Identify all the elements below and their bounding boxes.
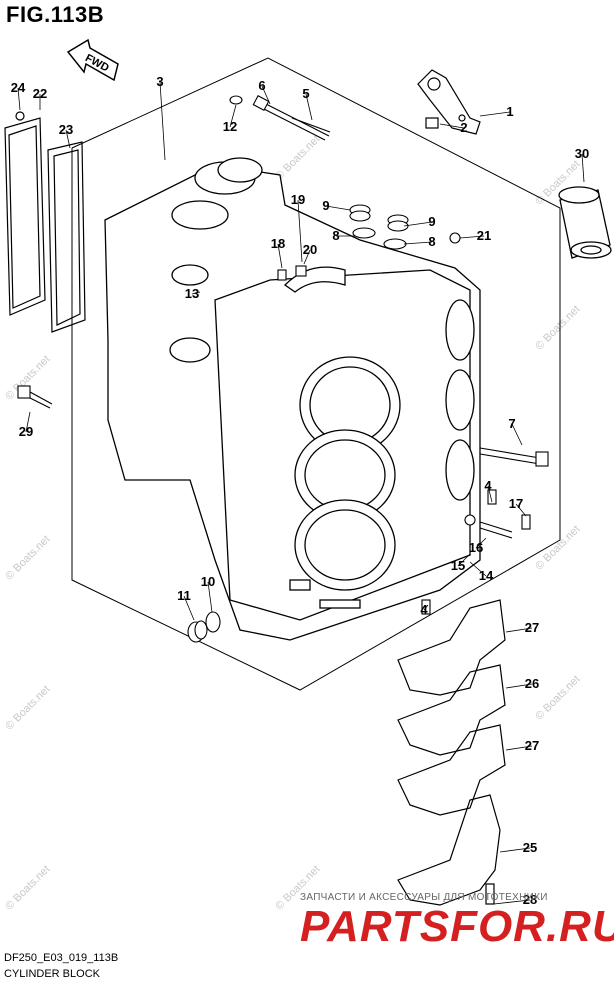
callout-15: 15 bbox=[451, 558, 465, 573]
bolts-top bbox=[229, 95, 331, 141]
leader-line-3 bbox=[159, 81, 166, 161]
bolt-29 bbox=[17, 385, 53, 409]
callout-28: 28 bbox=[523, 892, 537, 907]
leader-line-10 bbox=[207, 581, 213, 613]
watermark-text: © Boats.net bbox=[533, 673, 582, 722]
callout-27b: 27 bbox=[525, 738, 539, 753]
callout-19: 19 bbox=[291, 192, 305, 207]
leader-line-15 bbox=[457, 553, 471, 567]
callout-13: 13 bbox=[185, 286, 199, 301]
leader-line-25 bbox=[499, 847, 531, 853]
figure-title: FIG.113B bbox=[6, 2, 105, 27]
callout-9a: 9 bbox=[428, 214, 435, 229]
fwd-label: FWD bbox=[83, 52, 111, 74]
callout-7: 7 bbox=[508, 416, 515, 431]
callout-23: 23 bbox=[59, 122, 73, 137]
leader-line-5 bbox=[305, 93, 313, 121]
callout-8a: 8 bbox=[428, 234, 435, 249]
shop-logo: PARTSFOR.RU bbox=[300, 902, 614, 951]
leader-line-14 bbox=[469, 561, 487, 577]
figure-name: CYLINDER BLOCK bbox=[4, 968, 100, 980]
leader-line-21 bbox=[459, 235, 485, 239]
frame-lines bbox=[71, 57, 561, 691]
callout-6: 6 bbox=[258, 78, 265, 93]
callout-8b: 8 bbox=[332, 228, 339, 243]
callout-21: 21 bbox=[477, 228, 491, 243]
callout-4a: 4 bbox=[484, 478, 492, 493]
callout-30: 30 bbox=[575, 146, 589, 161]
leader-line-26 bbox=[505, 683, 533, 689]
cylinder-block bbox=[104, 157, 481, 641]
watermark-text: © Boats.net bbox=[3, 863, 52, 912]
leader-line-6 bbox=[261, 85, 271, 105]
callout-9b: 9 bbox=[322, 198, 329, 213]
gaskets bbox=[397, 599, 506, 906]
leader-line-19 bbox=[297, 199, 303, 263]
watermark-text: © Boats.net bbox=[533, 523, 582, 572]
leader-line-23 bbox=[65, 129, 71, 149]
leader-line-9a bbox=[403, 221, 433, 227]
callout-17: 17 bbox=[509, 496, 523, 511]
leader-line-27b bbox=[505, 745, 533, 751]
watermark-text: © Boats.net bbox=[3, 683, 52, 732]
callout-25: 25 bbox=[523, 840, 537, 855]
callout-18: 18 bbox=[271, 236, 285, 251]
leader-line-30 bbox=[581, 153, 585, 183]
callout-11: 11 bbox=[177, 588, 191, 603]
callout-27a: 27 bbox=[525, 620, 539, 635]
leader-lines bbox=[17, 81, 585, 905]
bolt-7 bbox=[479, 447, 549, 467]
leader-line-27a bbox=[505, 627, 533, 633]
leader-line-1 bbox=[479, 111, 511, 117]
callout-2: 2 bbox=[460, 120, 467, 135]
figure-code: DF250_E03_019_113B bbox=[4, 952, 119, 964]
leader-line-24 bbox=[17, 87, 21, 111]
callout-20: 20 bbox=[303, 242, 317, 257]
plugs bbox=[349, 204, 461, 250]
leader-line-11 bbox=[183, 595, 195, 621]
callout-layer: 1234456788991011121314151617181920212223… bbox=[11, 74, 589, 907]
leader-line-13 bbox=[191, 291, 201, 295]
callout-10: 10 bbox=[201, 574, 215, 589]
callout-22: 22 bbox=[33, 86, 47, 101]
oil-filter bbox=[558, 186, 612, 259]
leader-line-20 bbox=[303, 249, 311, 265]
callout-4b: 4 bbox=[420, 602, 428, 617]
leader-line-28 bbox=[493, 899, 531, 905]
leader-line-29 bbox=[25, 411, 31, 433]
leader-line-12 bbox=[229, 104, 237, 128]
leader-line-16 bbox=[475, 537, 487, 549]
side-cover bbox=[4, 111, 86, 333]
callout-26: 26 bbox=[525, 676, 539, 691]
clips bbox=[277, 265, 307, 281]
callout-16: 16 bbox=[469, 540, 483, 555]
fwd-arrow: FWD bbox=[66, 38, 119, 82]
plug-washer bbox=[187, 611, 221, 643]
callout-24: 24 bbox=[11, 80, 26, 95]
watermark-text: © Boats.net bbox=[3, 533, 52, 582]
shop-subtitle: ЗАПЧАСТИ И АКСЕССУАРЫ ДЛЯ МОТОТЕХНИКИ bbox=[300, 892, 548, 903]
leader-line-8a bbox=[403, 241, 433, 245]
leader-line-4a bbox=[487, 485, 493, 503]
leader-line-18 bbox=[277, 243, 283, 269]
leader-line-9b bbox=[325, 205, 351, 211]
leader-line-2 bbox=[439, 123, 465, 129]
watermark-text: © Boats.net bbox=[533, 303, 582, 352]
callout-5: 5 bbox=[302, 86, 309, 101]
bracket-part bbox=[417, 69, 481, 135]
callout-14: 14 bbox=[479, 568, 494, 583]
callout-29: 29 bbox=[19, 424, 33, 439]
leader-line-4b bbox=[423, 604, 429, 611]
leader-line-7 bbox=[511, 423, 523, 446]
callout-1: 1 bbox=[506, 104, 513, 119]
callout-12: 12 bbox=[223, 119, 237, 134]
callout-3: 3 bbox=[156, 74, 163, 89]
leader-line-17 bbox=[515, 503, 527, 517]
